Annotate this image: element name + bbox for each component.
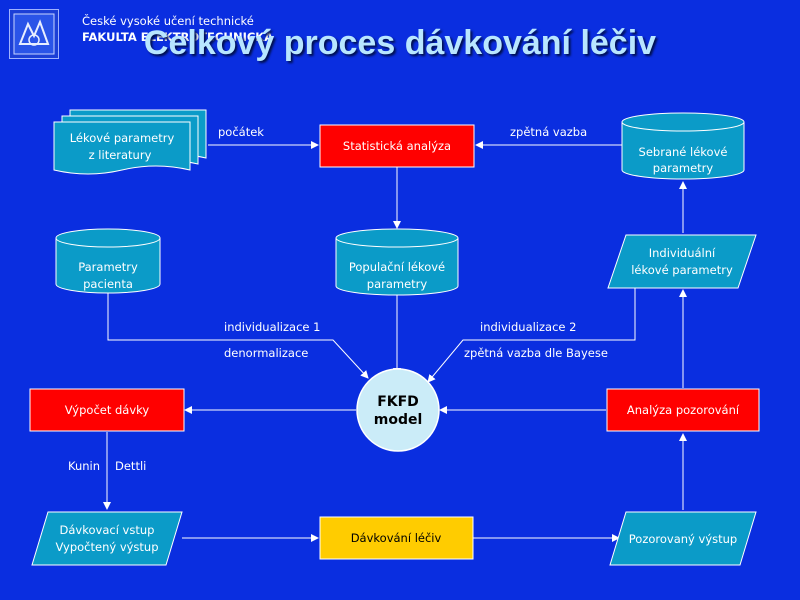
label-feedback: zpětná vazba <box>510 125 587 139</box>
university-logo-icon <box>9 9 59 59</box>
edge-individual-fkfd <box>427 288 636 383</box>
dose-calc-label: Výpočet dávky <box>65 403 150 417</box>
label-bayes-feedback: zpětná vazba dle Bayese <box>464 346 608 360</box>
population-line1: Populační lékové <box>349 260 445 274</box>
fkfd-line1: FKFD <box>377 394 419 410</box>
institution-name: České vysoké učení technické <box>82 14 254 28</box>
dosing-box: Dávkování léčiv <box>319 516 474 560</box>
dosing-io-shape: Dávkovací vstup Vypočtený výstup <box>31 511 183 566</box>
label-start: počátek <box>218 125 264 139</box>
patient-line2: pacienta <box>83 277 133 291</box>
label-individualization2: individualizace 2 <box>480 320 576 334</box>
individual-line1: Individuální <box>649 246 716 260</box>
faculty-name: FAKULTA ELEKTROTECHNICKÁ <box>82 30 274 44</box>
slide-title: Celkový proces dávkování léčiv <box>143 24 657 62</box>
literature-documents: Lékové parametry z literatury <box>53 109 207 175</box>
observed-label: Pozorovaný výstup <box>629 532 737 546</box>
patient-params-db: Parametry pacienta <box>55 228 161 294</box>
obs-analysis-box: Analýza pozorování <box>606 388 760 432</box>
stat-analysis-box: Statistická analýza <box>319 124 475 168</box>
edge-labels: počátek zpětná vazba individualizace 1 d… <box>68 125 608 473</box>
edge-patient-fkfd <box>107 292 369 379</box>
collected-line1: Sebrané lékové <box>639 145 728 159</box>
label-denormalization: denormalizace <box>224 346 308 360</box>
label-kunin: Kunin <box>68 459 100 473</box>
individual-line2: lékové parametry <box>631 263 733 277</box>
collected-line2: parametry <box>653 161 714 175</box>
dosing-label: Dávkování léčiv <box>351 531 442 545</box>
dosing-io-line1: Dávkovací vstup <box>60 523 155 537</box>
literature-line1: Lékové parametry <box>70 131 175 145</box>
population-params-db: Populační lékové parametry <box>335 228 459 296</box>
label-dettli: Dettli <box>115 459 146 473</box>
literature-line2: z literatury <box>89 148 152 162</box>
connectors <box>103 141 687 542</box>
population-line2: parametry <box>367 277 428 291</box>
individual-params-shape: Individuální lékové parametry <box>607 234 757 289</box>
obs-analysis-label: Analýza pozorování <box>627 403 740 417</box>
label-individualization1: individualizace 1 <box>224 320 320 334</box>
fkfd-line2: model <box>374 412 423 428</box>
patient-line1: Parametry <box>78 260 138 274</box>
observed-output-shape: Pozorovaný výstup <box>609 511 757 566</box>
dose-calc-box: Výpočet dávky <box>29 388 185 432</box>
dosing-io-line2: Vypočtený výstup <box>55 540 158 554</box>
fkfd-model-node: FKFD model <box>356 368 440 452</box>
stat-analysis-label: Statistická analýza <box>343 139 451 153</box>
collected-params-db: Sebrané lékové parametry <box>621 112 745 180</box>
